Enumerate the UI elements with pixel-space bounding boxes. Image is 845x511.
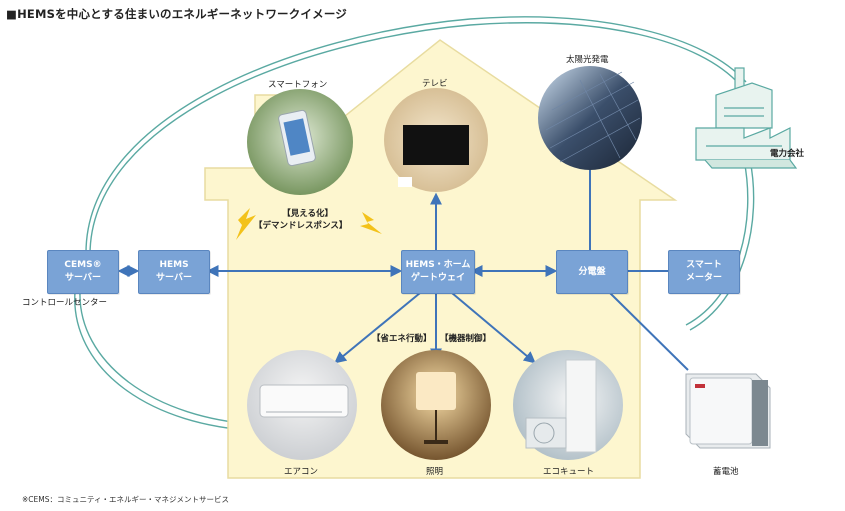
photo-tv bbox=[384, 88, 488, 192]
device-control-label: 【機器制御】 bbox=[440, 334, 492, 344]
lower-loop-line bbox=[79, 291, 266, 426]
node-label-line2: サーバー bbox=[156, 273, 192, 283]
outer-loop-line-2 bbox=[85, 16, 747, 256]
solar-label: 太陽光発電 bbox=[566, 55, 609, 65]
factory-icon bbox=[695, 67, 798, 169]
energy-saving-label: 【省エネ行動】 bbox=[372, 334, 432, 344]
photo-lighting bbox=[381, 350, 491, 460]
photo-ecocute bbox=[513, 350, 623, 460]
hems-server-node: HEMS サーバー bbox=[138, 250, 210, 294]
distribution-board-node: 分電盤 bbox=[556, 250, 628, 294]
battery-image bbox=[685, 373, 771, 449]
aircon-label: エアコン bbox=[284, 467, 319, 477]
node-label-line2: ゲートウェイ bbox=[410, 273, 465, 283]
footnote: ※CEMS：コミュニティ・エネルギー・マネジメントサービス bbox=[22, 495, 230, 504]
control-center-label: コントロールセンター bbox=[22, 298, 108, 308]
lightning-icons bbox=[236, 208, 382, 240]
lightning-icon bbox=[236, 208, 256, 240]
lower-loop-line-2 bbox=[74, 291, 266, 432]
node-label-line1: 分電盤 bbox=[578, 266, 606, 277]
node-label-line1: CEMS® bbox=[64, 260, 102, 270]
node-label-line2: サーバー bbox=[65, 273, 101, 283]
outer-loop-line bbox=[89, 22, 741, 256]
cems-server-node: CEMS® サーバー bbox=[47, 250, 119, 294]
tv-label: テレビ bbox=[422, 79, 448, 89]
hems-gateway-node: HEMS・ホーム ゲートウェイ bbox=[401, 250, 475, 294]
power-company-label: 電力会社 bbox=[770, 149, 805, 159]
ecocute-label: エコキュート bbox=[543, 467, 595, 477]
connection-arrows bbox=[117, 170, 689, 371]
photo-smartphone bbox=[247, 89, 353, 195]
arrow-gateway-ecocute bbox=[451, 292, 536, 364]
photo-aircon bbox=[247, 350, 357, 460]
demand-response-text: 【デマンドレスポンス】 bbox=[254, 221, 348, 231]
visualize-label: 【見える化】 【デマンドレスポンス】 bbox=[254, 208, 347, 232]
smart-meter-node: スマート メーター bbox=[668, 250, 740, 294]
visualize-text: 【見える化】 bbox=[282, 209, 334, 219]
page-title: ■HEMSを中心とする住まいのエネルギーネットワークイメージ bbox=[6, 7, 347, 21]
lightning-icon bbox=[360, 212, 382, 234]
line-board-battery bbox=[609, 292, 689, 371]
battery-label: 蓄電池 bbox=[713, 467, 739, 477]
photo-solar bbox=[538, 66, 642, 170]
node-label-line2: メーター bbox=[685, 273, 722, 283]
right-loop-line bbox=[689, 159, 755, 331]
lighting-label: 照明 bbox=[426, 467, 444, 477]
smartphone-label: スマートフォン bbox=[268, 80, 328, 90]
node-label-line1: スマート bbox=[686, 260, 722, 270]
node-label-line1: HEMS bbox=[159, 260, 189, 270]
arrow-gateway-aircon bbox=[334, 292, 421, 364]
node-label-line1: HEMS・ホーム bbox=[405, 260, 471, 270]
right-loop-line-2 bbox=[685, 159, 749, 326]
